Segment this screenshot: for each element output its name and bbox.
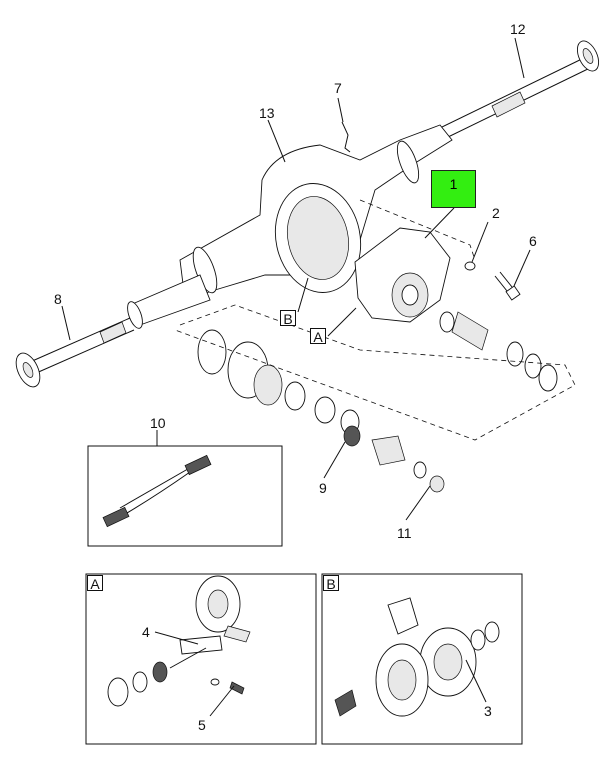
callout-2[interactable]: 2 xyxy=(492,205,500,221)
view-label-a[interactable]: A xyxy=(310,328,326,345)
wiring-harness xyxy=(102,454,212,528)
callout-10[interactable]: 10 xyxy=(150,415,166,431)
explode-boundary xyxy=(174,304,576,441)
callout-4[interactable]: 4 xyxy=(142,624,150,640)
leader-lines xyxy=(61,37,531,717)
callout-8[interactable]: 8 xyxy=(54,291,62,307)
harness-box xyxy=(87,445,283,547)
axle-shaft-right xyxy=(439,40,600,139)
washer xyxy=(464,261,476,271)
callout-6[interactable]: 6 xyxy=(529,233,537,249)
callout-1-label: 1 xyxy=(449,176,458,192)
inset-a-parts xyxy=(107,575,251,707)
inset-a-frame xyxy=(85,573,317,745)
inset-b-parts xyxy=(334,597,500,717)
callout-7[interactable]: 7 xyxy=(334,80,342,96)
callout-3[interactable]: 3 xyxy=(484,703,492,719)
callout-9[interactable]: 9 xyxy=(319,480,327,496)
bolt xyxy=(494,271,521,301)
inset-b-frame xyxy=(321,573,523,745)
explode-line-carrier xyxy=(359,199,476,261)
pinion-assembly xyxy=(439,311,558,392)
differential-internals xyxy=(197,329,445,493)
axle-shaft-left xyxy=(15,317,135,388)
callout-5[interactable]: 5 xyxy=(198,717,206,733)
axle-housing xyxy=(127,124,453,329)
callout-11[interactable]: 11 xyxy=(397,525,412,541)
breather-vent xyxy=(341,121,351,153)
inset-a-label: A xyxy=(87,575,103,592)
differential-carrier xyxy=(354,227,451,323)
callout-13[interactable]: 13 xyxy=(259,105,275,121)
inset-b-label: B xyxy=(323,575,339,592)
view-label-b[interactable]: B xyxy=(280,310,296,327)
highlighted-callout-1[interactable]: 1 xyxy=(431,170,476,208)
callout-12[interactable]: 12 xyxy=(510,21,526,37)
